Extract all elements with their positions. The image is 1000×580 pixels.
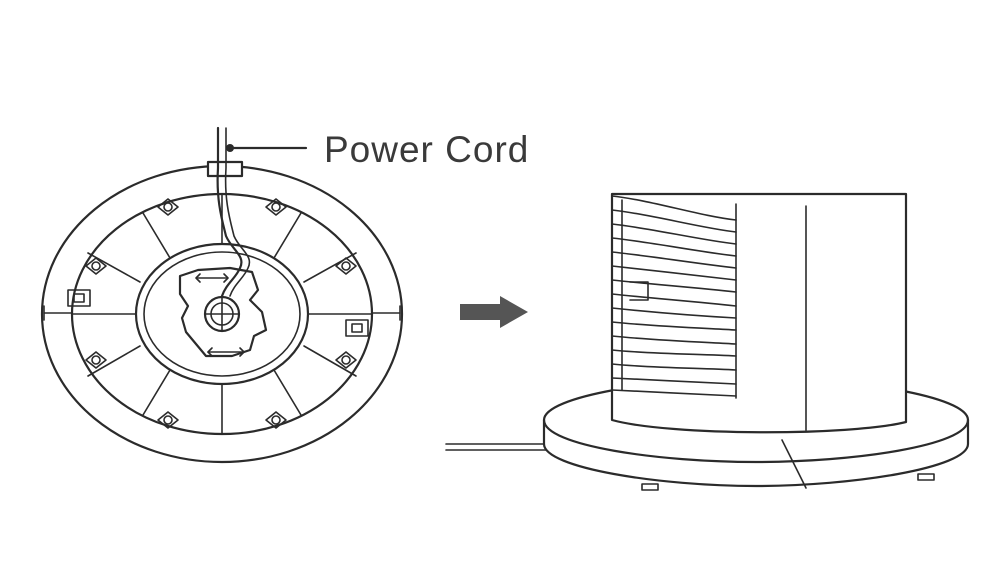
base-side-clips	[67, 289, 369, 337]
tower-body	[610, 192, 908, 434]
next-step-arrow	[460, 296, 528, 328]
assembled-fan-view	[445, 192, 970, 491]
hub-outer-ring	[134, 242, 310, 386]
base-underside-view	[40, 126, 404, 464]
power-cord-callout: Power Cord	[226, 129, 529, 170]
tower-grille	[611, 195, 737, 397]
base-screw-bosses	[85, 198, 357, 429]
power-cord-label: Power Cord	[324, 129, 529, 170]
power-cord	[216, 126, 243, 298]
lock-direction-marks	[195, 273, 245, 357]
center-lock-knob	[203, 295, 241, 333]
